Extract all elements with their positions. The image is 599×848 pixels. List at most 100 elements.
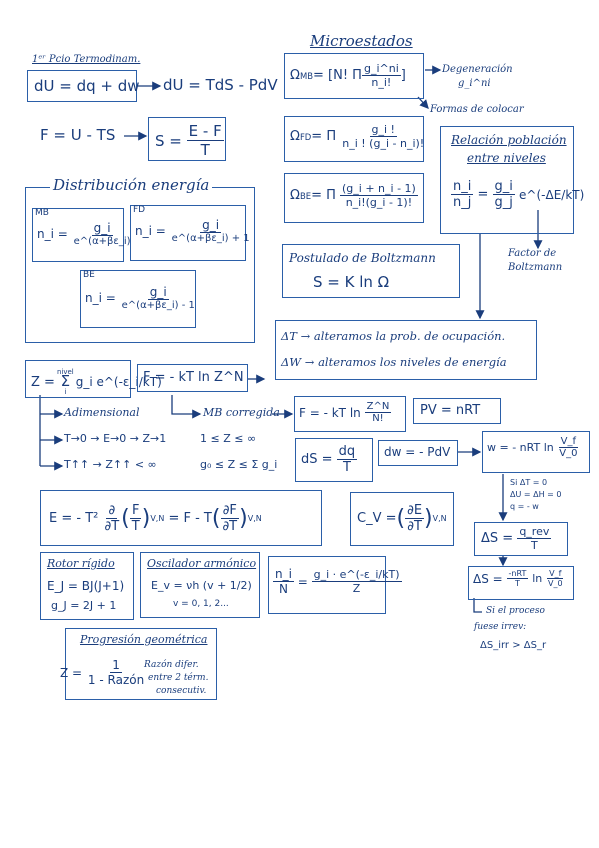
dw-eq: dw = - PdV	[384, 445, 451, 459]
relacion-lhs-den: n_j	[453, 195, 472, 210]
ds-rev-den: T	[530, 539, 538, 552]
omega-be-body: = Π	[311, 188, 336, 203]
omega-fd-symbol: Ω	[290, 129, 300, 144]
energy-f: F	[130, 503, 142, 519]
free-energy-z: F = - kT ln Z^N	[143, 370, 244, 385]
energy-df: ∂F	[220, 503, 239, 519]
delta-box: ΔT → alteramos la prob. de ocupación. ΔW…	[275, 320, 537, 380]
first-law-box: dU = dq + dw	[27, 70, 140, 102]
factor-label-2: Boltzmann	[508, 262, 563, 273]
poblacion-rhs-den: Z	[352, 582, 361, 595]
work-den: V_0	[559, 448, 578, 459]
be-den: e^(α+βε_i) - 1	[121, 300, 195, 311]
partition-lhs: Z =	[31, 374, 55, 390]
omega-fd-num: g_i !	[369, 123, 397, 137]
poblacion-lhs-num: n_i	[273, 567, 294, 582]
t-inf-note: T↑↑ → Z↑↑ < ∞	[64, 458, 157, 471]
boltzmann-factor: e^(-ΔE/kT)	[519, 187, 585, 202]
ds-rev-num: q_rev	[517, 525, 552, 539]
sum-lower: i	[64, 387, 67, 396]
poblacion-lhs-den: N	[278, 582, 288, 596]
fd-num: g_i	[200, 218, 222, 233]
be-num: g_i	[147, 285, 169, 300]
degen-label: Degeneración	[442, 64, 513, 75]
poblacion-rhs-num: g_i · e^(-ε_i/kT)	[311, 568, 402, 582]
entropy-lhs: S =	[155, 131, 182, 150]
ds-den: T	[342, 460, 351, 475]
progresion-num: 1	[110, 658, 122, 673]
fd-lhs: n_i =	[135, 224, 166, 238]
cv-num: ∂E	[405, 503, 425, 519]
oscilador-box: Oscilador armónico E_v = νh (v + 1/2) v …	[140, 552, 260, 618]
omega-fd-den: n_i ! (g_i - n_i)!	[342, 137, 425, 150]
energy-t: T	[131, 519, 140, 534]
ds-final-ln: ln	[532, 572, 543, 585]
mb-den: e^(α+βε_i)	[73, 236, 131, 247]
omega-mb-num: g_i^ni	[361, 62, 401, 76]
distribucion-box: Distribución energía	[25, 176, 255, 343]
oscilador-title: Oscilador armónico	[147, 557, 257, 570]
rotor-energy: E_J = BJ(J+1)	[47, 579, 125, 593]
omega-mb-sub: MB	[299, 70, 314, 81]
ds-lhs: dS =	[301, 452, 333, 467]
be-label: BE	[83, 270, 95, 280]
omega-be-den: n_i!(g_i - 1)!	[345, 196, 413, 209]
ideal-gas-eq: PV = nRT	[420, 403, 481, 418]
energy-dt2: ∂T	[222, 519, 238, 534]
energy-vn-1: V,N	[150, 514, 165, 523]
irrev-inequality: ΔS_irr > ΔS_r	[480, 640, 547, 651]
omega-be-sub: BE	[299, 190, 312, 201]
t-zero-note: T→0 → E→0 → Z→1	[64, 432, 167, 445]
degen-symbol: g_i^ni	[458, 78, 491, 89]
f-corr-lhs: F = - kT ln	[299, 405, 361, 420]
relacion-rhs-den: g_j	[494, 195, 513, 210]
delta-t-line: ΔT → alteramos la prob. de ocupación.	[281, 329, 506, 343]
mb-lhs: n_i =	[37, 227, 68, 241]
ds-final-num: -nRT	[506, 569, 529, 579]
ds-num: dq	[336, 444, 358, 460]
omega-fd-sub: FD	[299, 131, 312, 142]
progresion-title: Progresión geométrica	[80, 633, 208, 646]
omega-mb-close: ]	[400, 68, 406, 83]
rotor-box: Rotor rígido E_J = BJ(J+1) g_J = 2J + 1	[40, 552, 134, 620]
pv-box: PV = nRT	[413, 398, 501, 424]
oscilador-levels: v = 0, 1, 2...	[173, 599, 229, 609]
free-energy-eq: F = U - TS	[40, 126, 116, 144]
ds-rev-lhs: ΔS =	[481, 531, 514, 546]
delta-w-line: ΔW → alteramos los niveles de energía	[281, 355, 507, 369]
adimensional-note: Adimensional	[64, 406, 140, 419]
micro-title: Microestados	[310, 32, 413, 50]
factor-label-1: Factor de	[508, 248, 557, 259]
omega-be-symbol: Ω	[290, 188, 300, 203]
fd-label: FD	[133, 205, 146, 215]
ds-final-lhs: ΔS =	[473, 571, 503, 586]
work-lhs: w = - nRT ln	[487, 441, 554, 454]
energy-mid: = F - T	[168, 511, 212, 526]
cv-den: ∂T	[407, 519, 422, 534]
omega-mb-den: n_i!	[371, 76, 392, 89]
ds-final-vden: V_0	[548, 579, 563, 588]
ds-final-vnum: V_f	[547, 569, 564, 579]
termo-title: 1ᵉʳ Pcio Termodinam.	[32, 54, 141, 65]
sum-upper: nivel	[56, 368, 74, 376]
entropy-den: T	[200, 141, 210, 159]
irrev-note-2: fuese irrev:	[474, 622, 527, 632]
boltzmann-title: Postulado de Boltzmann	[289, 251, 436, 265]
ds-final-den: T	[515, 579, 520, 588]
oscilador-energy: E_v = νh (v + 1/2)	[151, 579, 252, 592]
cond-isothermal: Si ΔT = 0	[510, 478, 548, 487]
energy-lhs: E = - T²	[49, 511, 99, 526]
fd-den: e^(α+βε_i) + 1	[171, 233, 250, 244]
omega-be-num: (g_i + n_i - 1)	[340, 182, 418, 196]
relacion-title-1: Relación población	[451, 133, 567, 147]
